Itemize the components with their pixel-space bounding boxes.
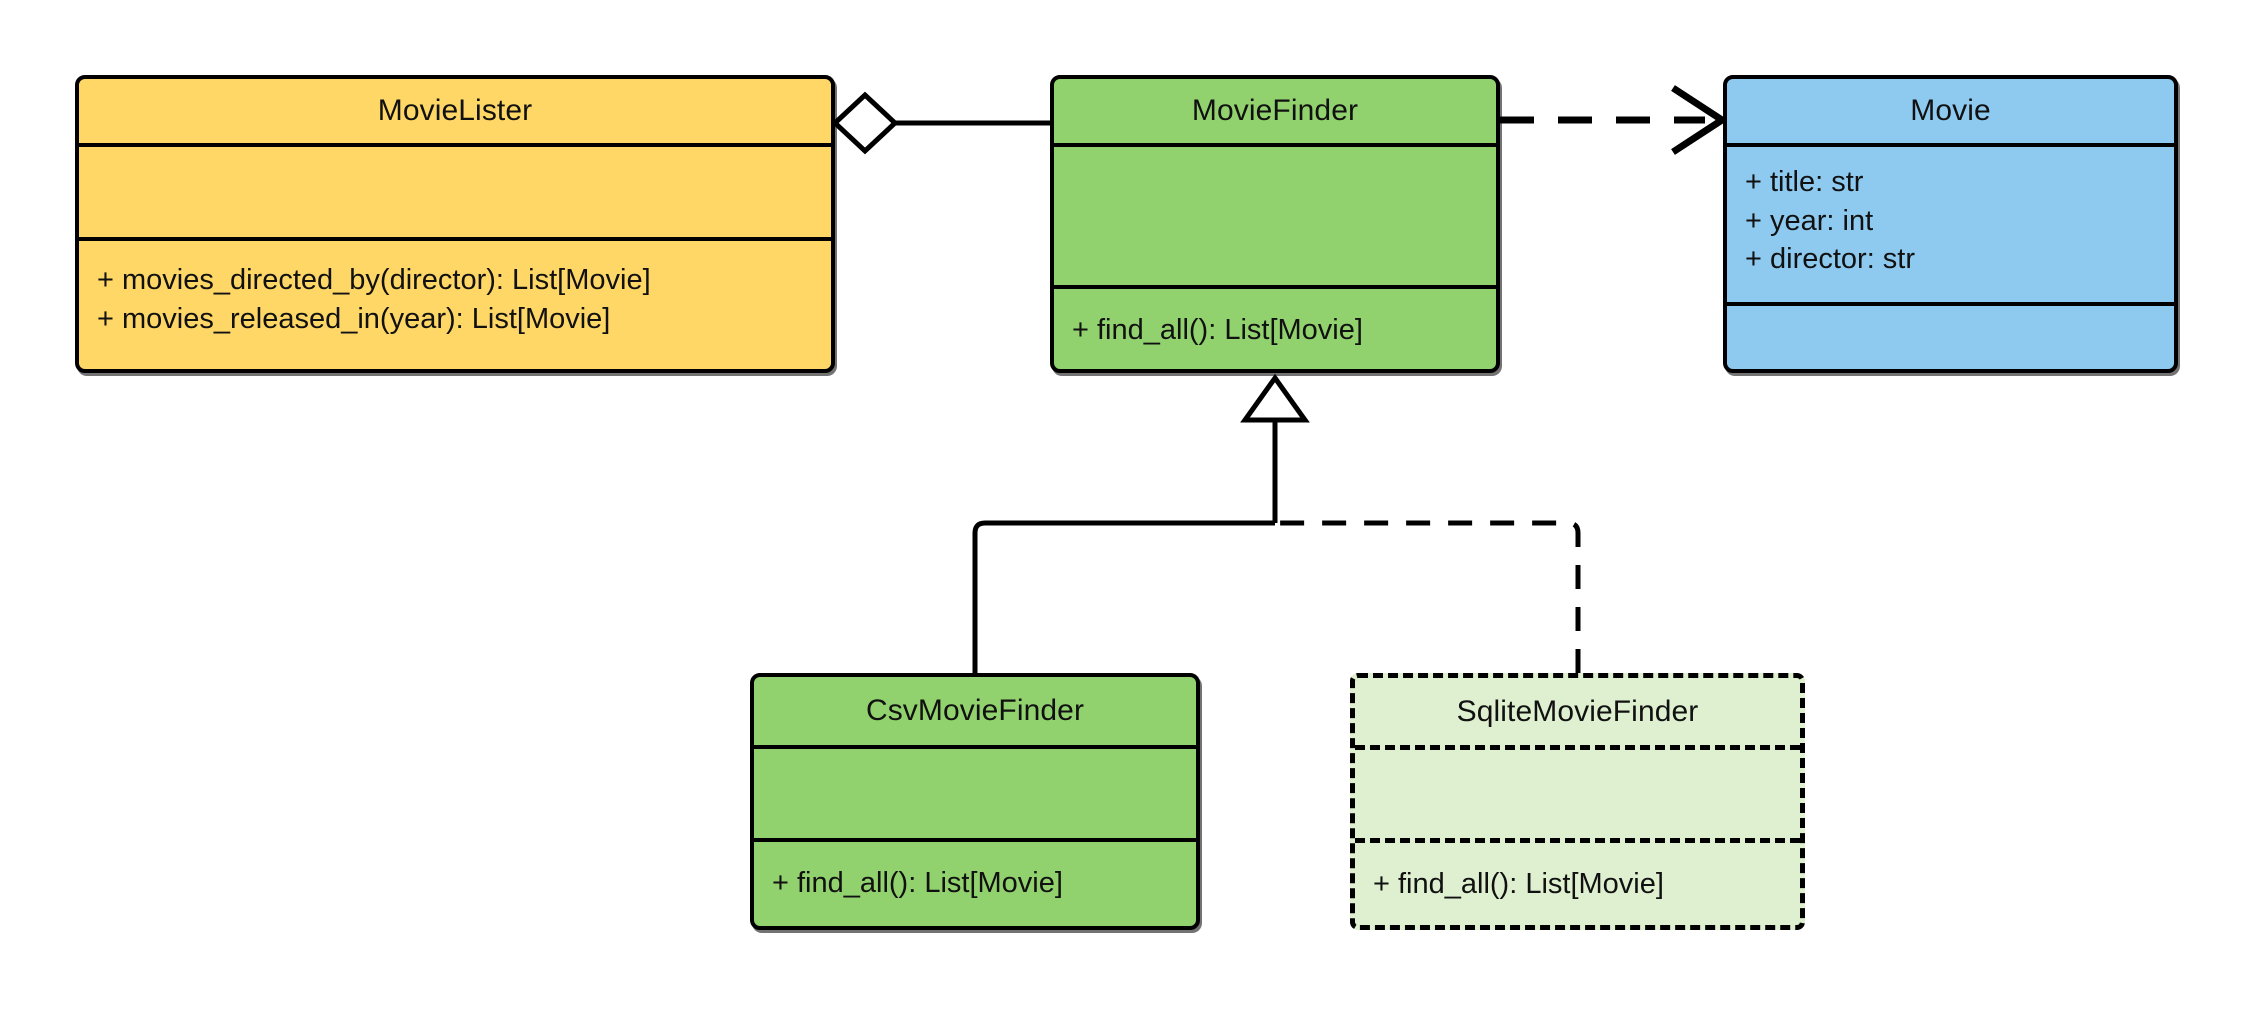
attribute-item: + year: int <box>1745 204 1874 237</box>
operation-item: + movies_directed_by(director): List[Mov… <box>97 264 651 296</box>
hollow-triangle-icon <box>1240 373 1310 423</box>
class-name-movielister: MovieLister <box>79 79 831 147</box>
class-name-csvmoviefinder: CsvMovieFinder <box>754 677 1196 749</box>
operation-item: + find_all(): List[Movie] <box>1373 868 1664 900</box>
class-operations-csvmoviefinder: + find_all(): List[Movie] <box>754 842 1196 926</box>
generalization-edge-csvmoviefinder-moviefinder[interactable] <box>972 373 1310 673</box>
class-box-csvmoviefinder[interactable]: CsvMovieFinder + find_all(): List[Movie] <box>750 673 1200 930</box>
class-box-sqlitemoviefinder[interactable]: SqliteMovieFinder + find_all(): List[Mov… <box>1350 673 1805 930</box>
operation-item: + find_all(): List[Movie] <box>772 867 1063 899</box>
class-name-movie: Movie <box>1727 79 2174 147</box>
class-box-movie[interactable]: Movie + title: str + year: int + directo… <box>1723 75 2178 373</box>
class-operations-sqlitemoviefinder: + find_all(): List[Movie] <box>1355 843 1800 925</box>
dependency-edge-moviefinder-movie[interactable] <box>1500 85 1729 155</box>
attribute-item: + title: str <box>1745 166 1864 198</box>
class-box-moviefinder[interactable]: MovieFinder + find_all(): List[Movie] <box>1050 75 1500 373</box>
class-box-movielister[interactable]: MovieLister + movies_directed_by(directo… <box>75 75 835 373</box>
class-attributes-csvmoviefinder <box>754 749 1196 842</box>
attribute-item: + director: str <box>1745 243 1916 276</box>
class-name-sqlitemoviefinder: SqliteMovieFinder <box>1355 678 1800 750</box>
class-name-moviefinder: MovieFinder <box>1054 79 1496 147</box>
class-attributes-movie: + title: str + year: int + director: str <box>1727 147 2174 306</box>
operation-item: + find_all(): List[Movie] <box>1072 314 1363 346</box>
class-operations-movie <box>1727 306 2174 369</box>
operation-item: + movies_released_in(year): List[Movie] <box>97 302 611 335</box>
aggregation-edge-movielister-moviefinder[interactable] <box>831 91 1050 155</box>
class-operations-moviefinder: + find_all(): List[Movie] <box>1054 289 1496 369</box>
generalization-edge-sqlitemoviefinder-moviefinder[interactable] <box>1277 520 1581 673</box>
open-arrow-icon <box>1671 85 1729 155</box>
class-attributes-moviefinder <box>1054 147 1496 289</box>
class-attributes-sqlitemoviefinder <box>1355 750 1800 843</box>
class-operations-movielister: + movies_directed_by(director): List[Mov… <box>79 241 831 369</box>
hollow-diamond-icon <box>831 91 899 155</box>
class-attributes-movielister <box>79 147 831 241</box>
